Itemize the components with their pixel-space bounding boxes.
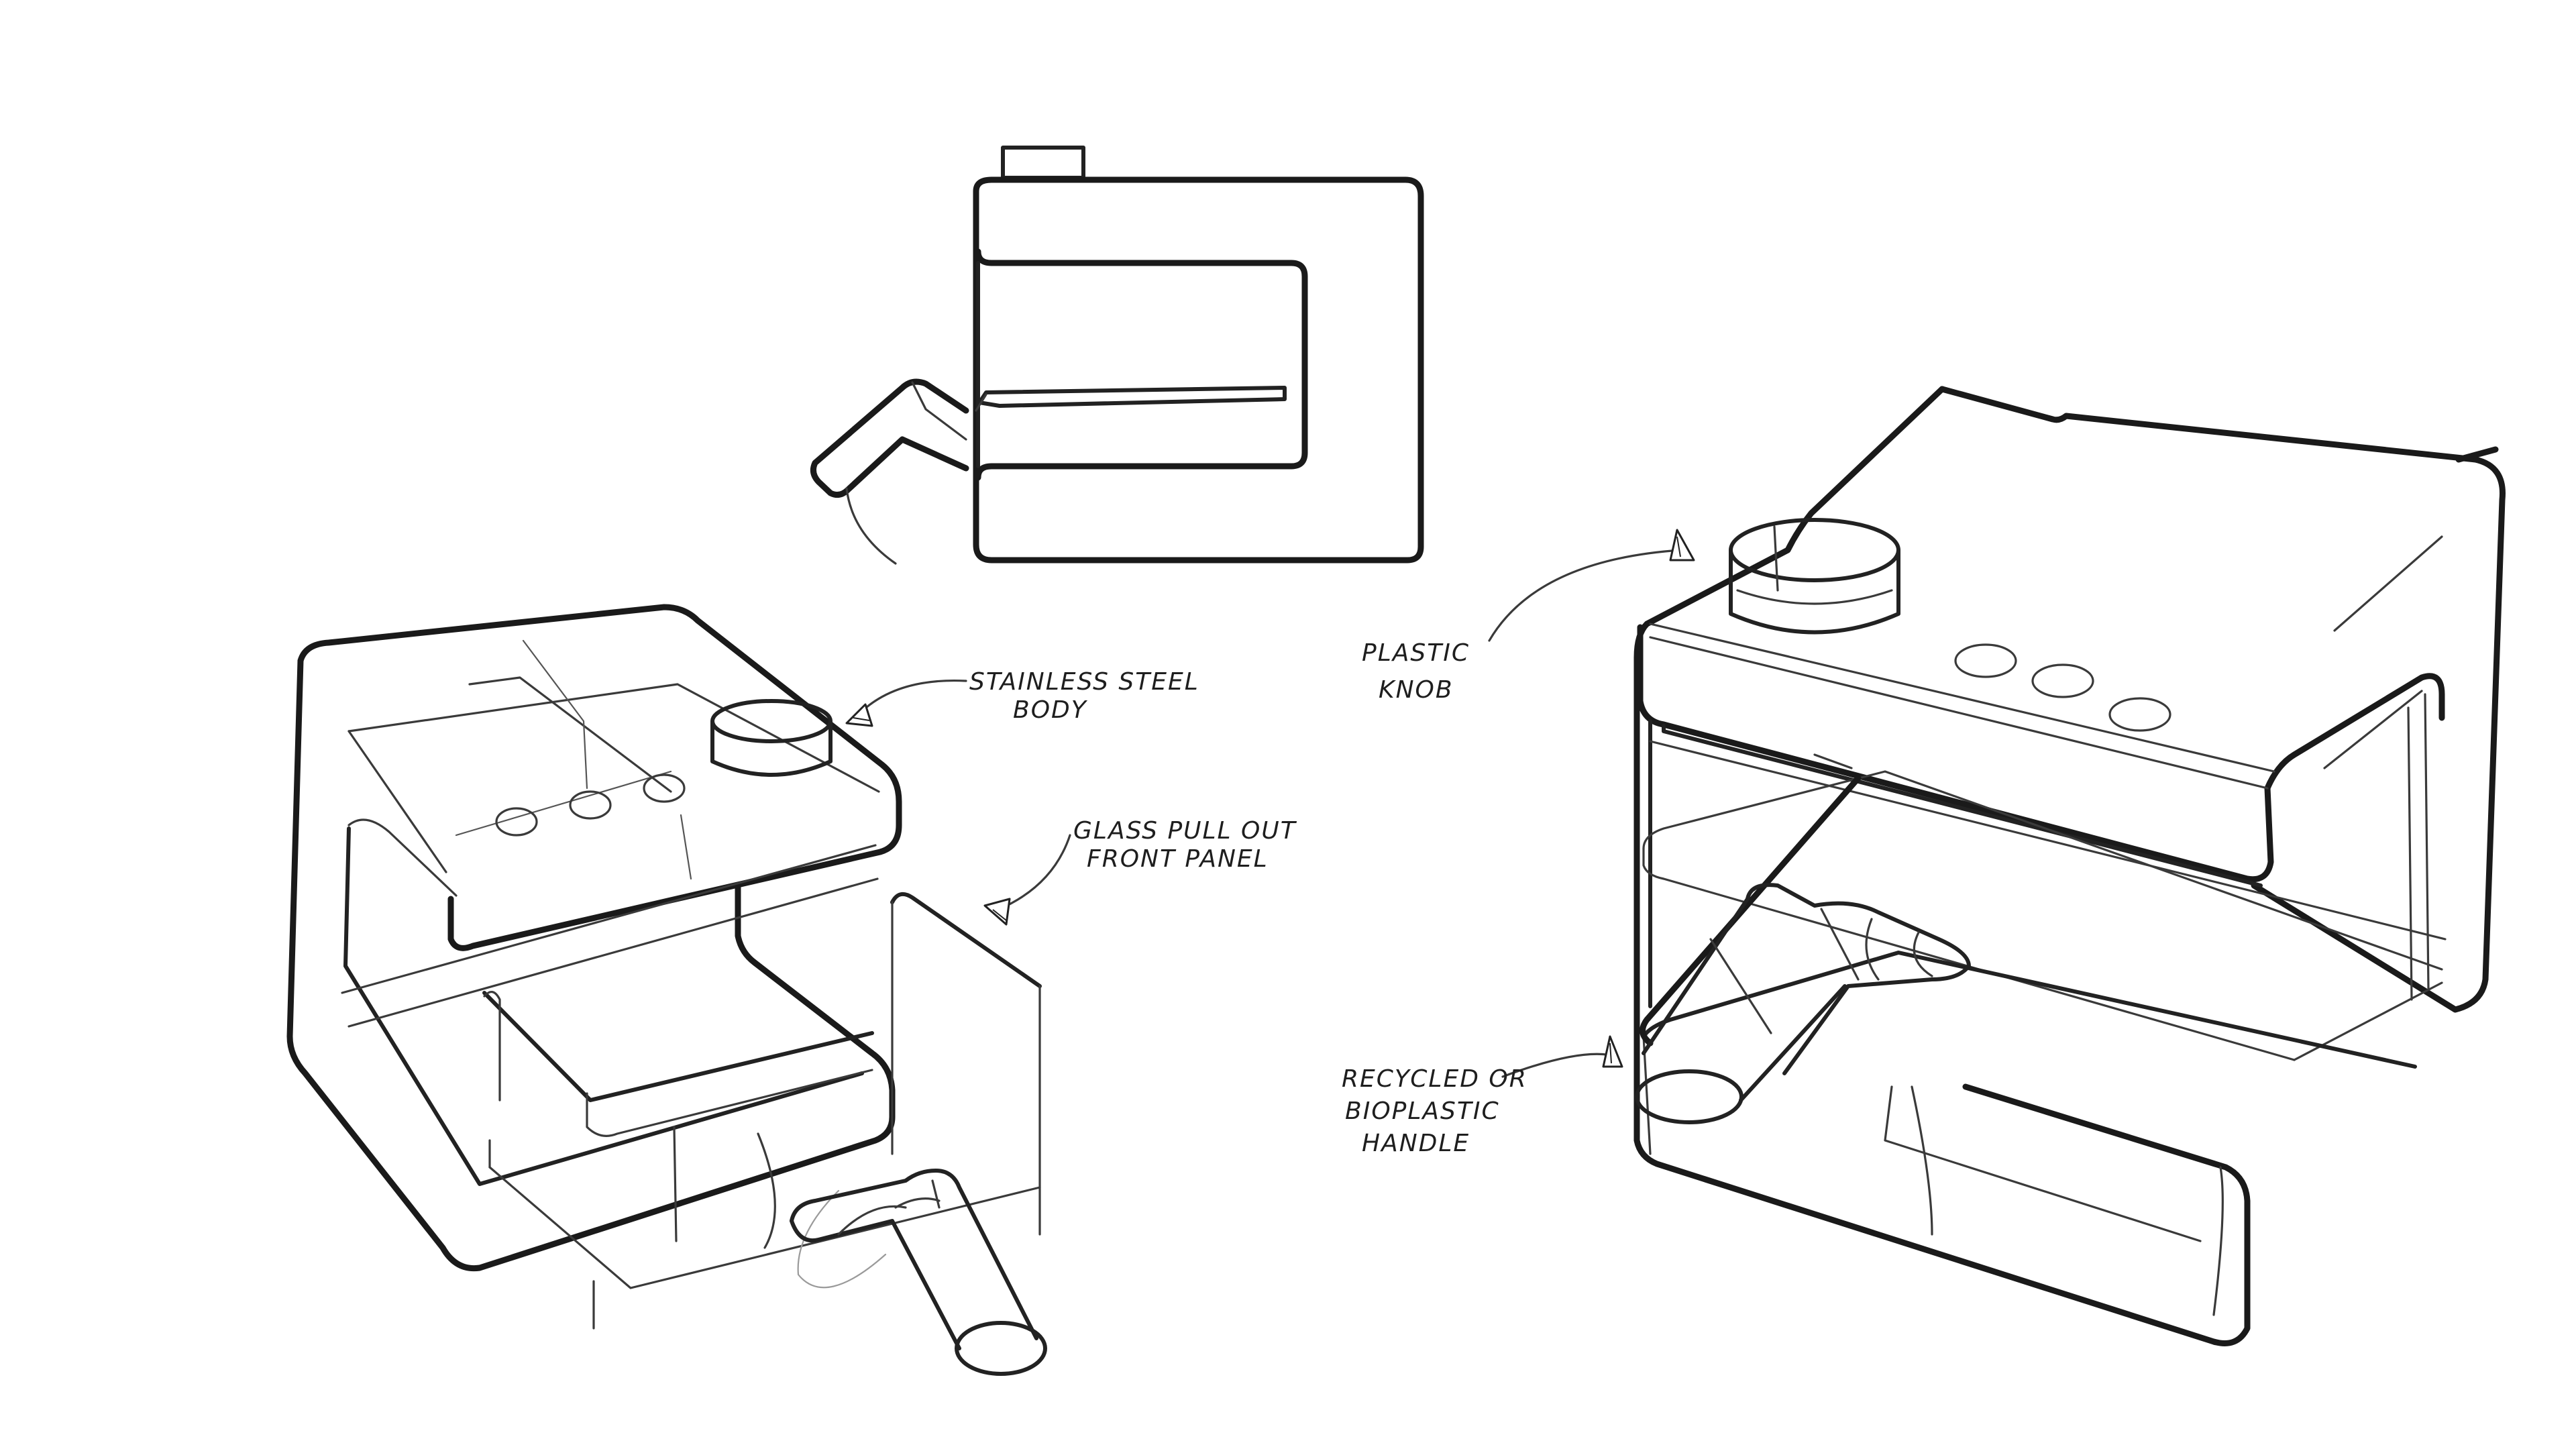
- annotation-stainless-steel-body: STAINLESS STEEL BODY: [969, 668, 1199, 724]
- annotation-leaders: [845, 529, 1695, 1078]
- annotation-line: STAINLESS STEEL: [969, 668, 1199, 696]
- annotation-line: PLASTIC: [1362, 639, 1470, 667]
- arrow-icon: [1602, 1035, 1623, 1068]
- annotation-line: HANDLE: [1362, 1130, 1470, 1157]
- annotation-line: FRONT PANEL: [1087, 845, 1269, 873]
- right-perspective-sketch: [1633, 386, 2506, 1346]
- annotation-line: KNOB: [1379, 676, 1454, 704]
- arrow-icon: [1669, 529, 1695, 561]
- annotation-line: BODY: [1013, 696, 1088, 724]
- left-perspective-sketch: [286, 604, 1047, 1376]
- annotation-handle: RECYCLED OR BIOPLASTIC HANDLE: [1342, 1065, 1527, 1157]
- side-view-sketch: [810, 146, 1424, 565]
- annotation-glass-panel: GLASS PULL OUT FRONT PANEL: [1073, 817, 1297, 873]
- annotation-line: RECYCLED OR: [1342, 1065, 1527, 1093]
- arrow-icon: [845, 703, 873, 727]
- annotation-plastic-knob: PLASTIC KNOB: [1362, 639, 1470, 704]
- annotation-line: BIOPLASTIC: [1345, 1097, 1500, 1125]
- annotation-line: GLASS PULL OUT: [1073, 817, 1297, 845]
